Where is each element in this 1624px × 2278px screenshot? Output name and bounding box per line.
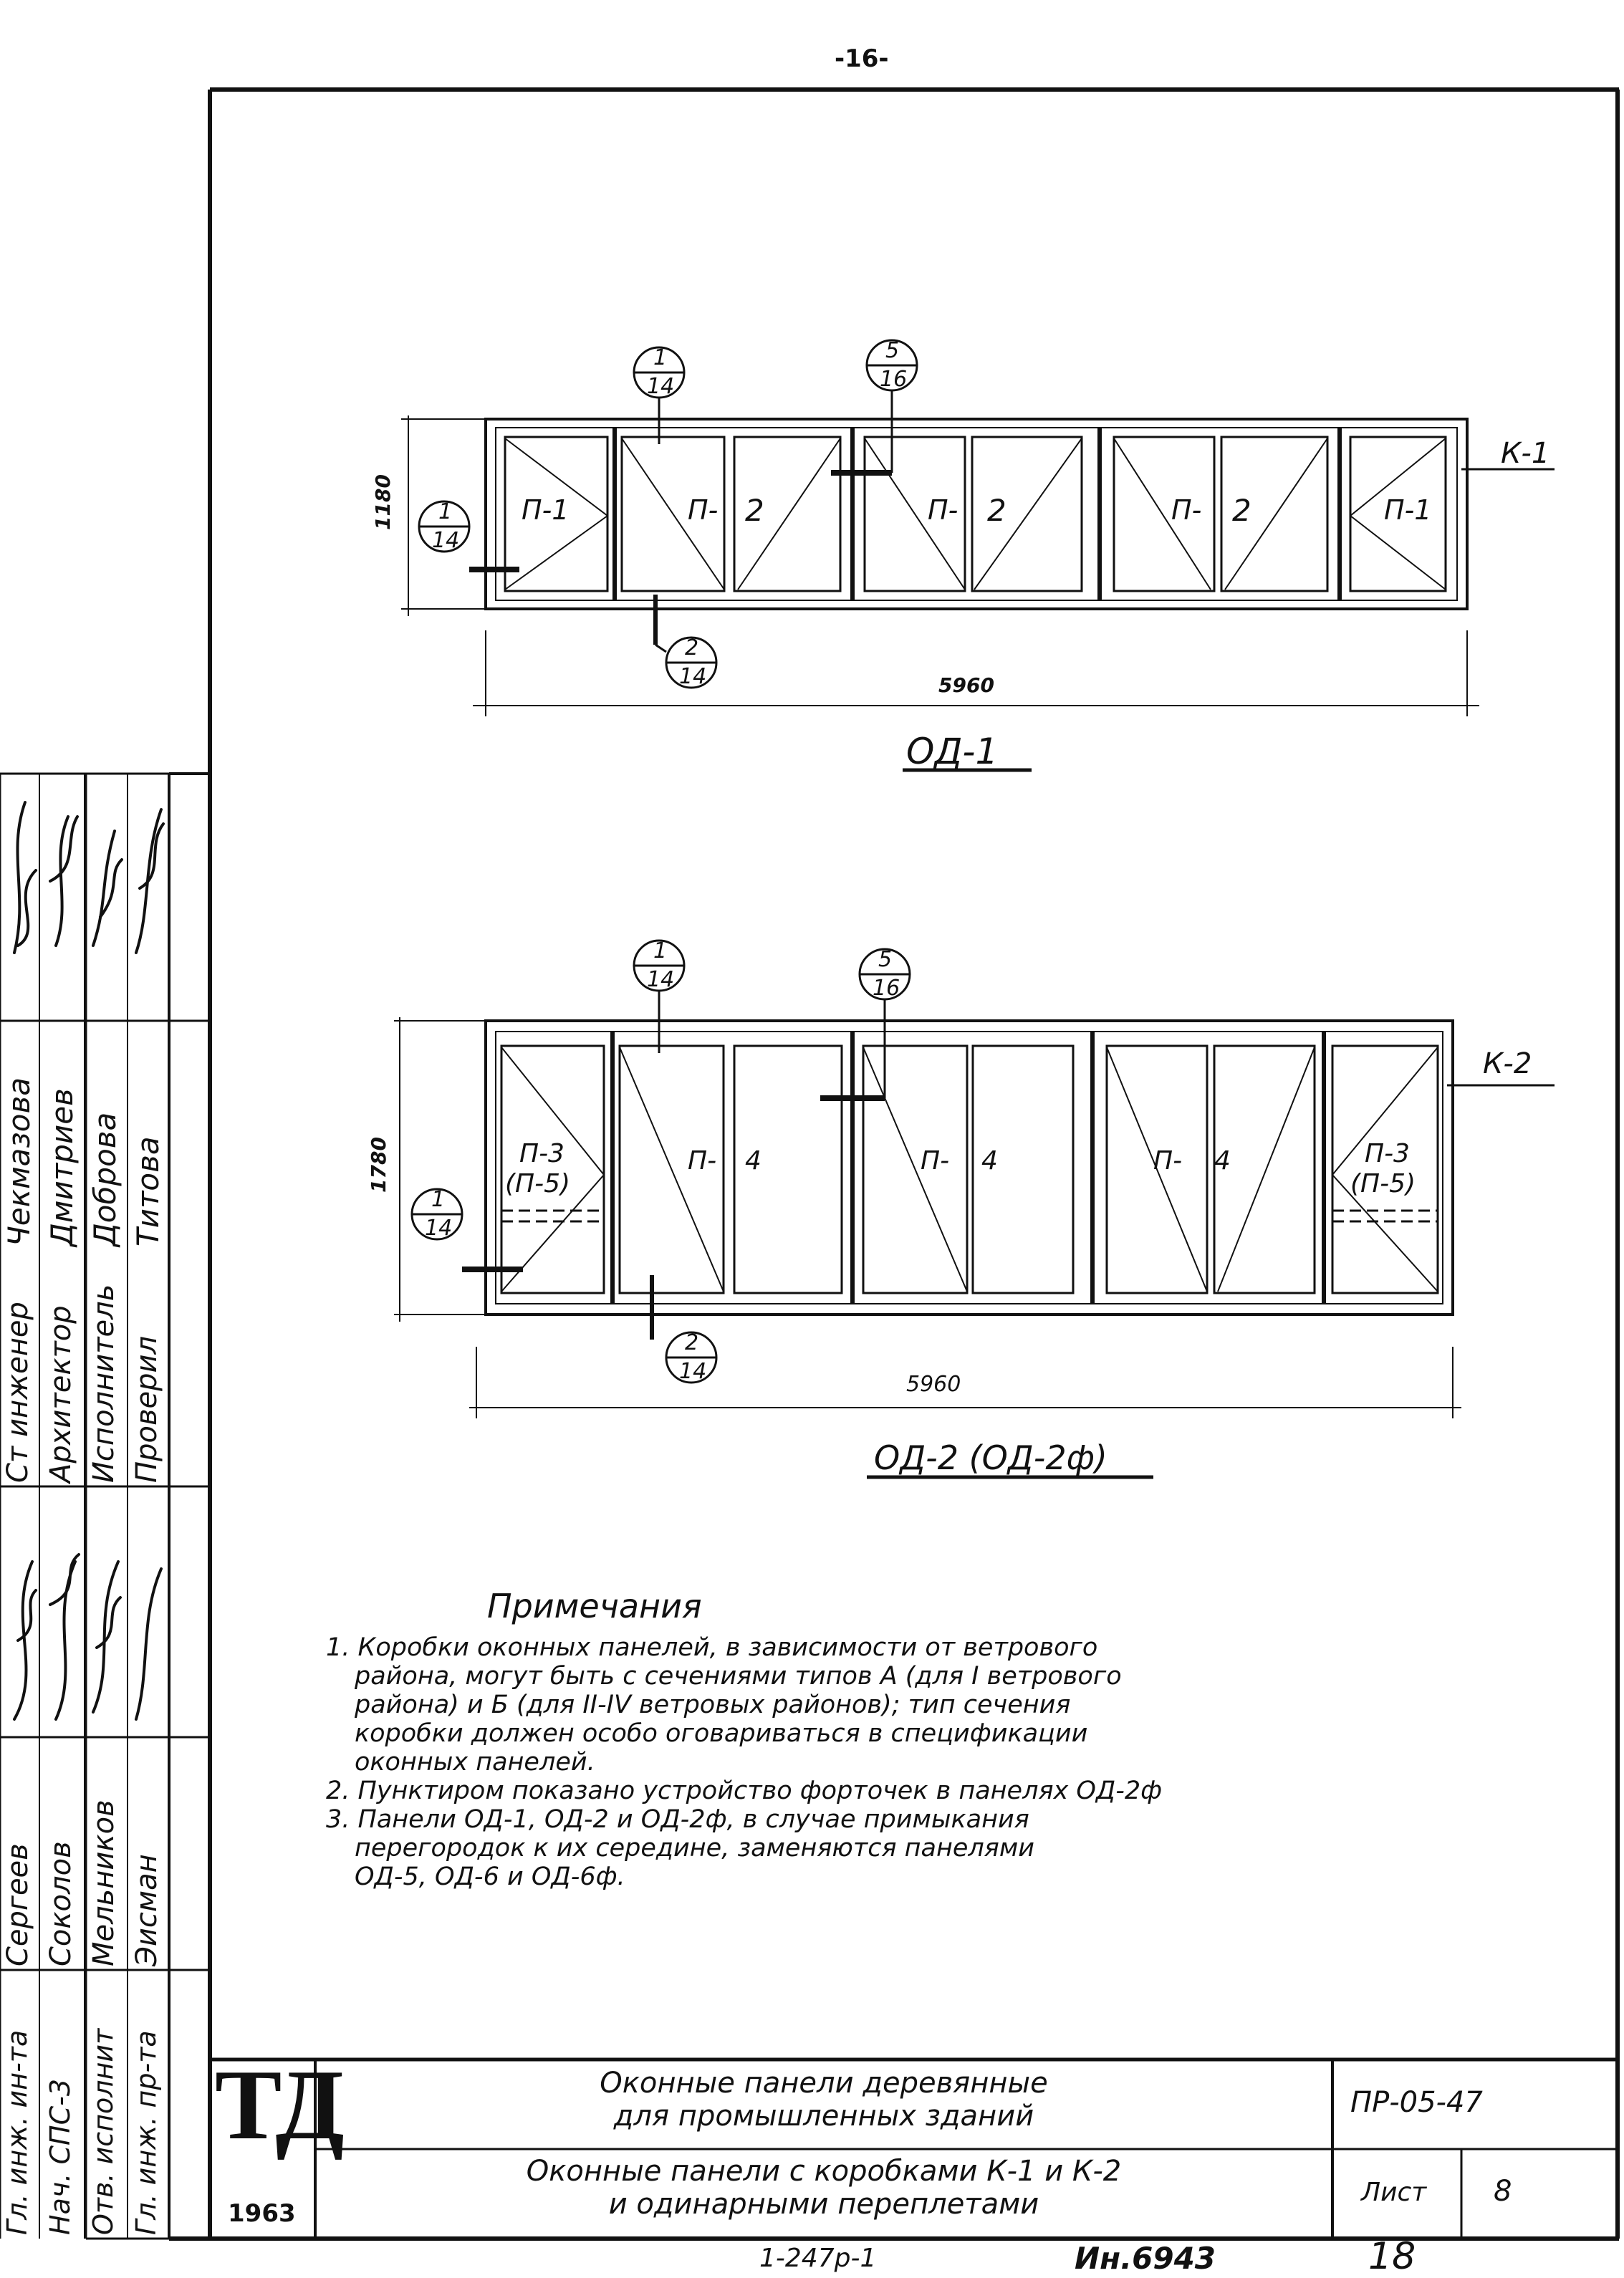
stamp-position-4: Гл. инж. пр-та	[130, 2030, 162, 2235]
notes-block: 1. Коробки оконных панелей, в зависимост…	[326, 1633, 1329, 1891]
footer-inventory: Ин.6943	[1075, 2241, 1216, 2276]
view2-title: ОД-2 (ОД-2ф)	[874, 1438, 1108, 1477]
note-line-9: ОД-5, ОД-6 и ОД-6ф.	[355, 1863, 625, 1891]
view2-panel-label-2a: П-	[688, 1146, 717, 1176]
view1-marker-2-top: 5	[885, 338, 900, 363]
logo: ТД	[215, 2049, 345, 2161]
stamp-name-6: Дмитриев	[44, 1088, 80, 1246]
stamp-position-7: Исполнитель	[87, 1284, 120, 1483]
view2-panel-label-3a: П-	[921, 1146, 950, 1176]
view1-panel-label-3b: 2	[987, 493, 1006, 528]
view1-marker-3-top: 1	[438, 499, 453, 524]
view1-marker-1-bottom: 14	[647, 374, 675, 399]
sheet-number: 8	[1494, 2175, 1512, 2208]
note-line-5: оконных панелей.	[355, 1748, 595, 1777]
title-sub-line-1: Оконные панели с коробками К-1 и К-2	[526, 2155, 1122, 2188]
view2-marker-2-bottom: 16	[873, 976, 900, 1001]
view2-marker-2-top: 5	[878, 947, 893, 972]
view1-marker-4-bottom: 14	[679, 664, 707, 689]
note-line-7: 3. Панели ОД-1, ОД-2 и ОД-2ф, в случае п…	[326, 1805, 1029, 1834]
footer-series: 1-247р-1	[759, 2244, 877, 2273]
note-line-2: района, могут быть с сечениями типов А (…	[355, 1662, 1122, 1691]
view1-marker-2-bottom: 16	[880, 367, 908, 392]
notes-heading: Примечания	[487, 1587, 702, 1625]
view2-panel-label-1b: (П-5)	[505, 1169, 571, 1198]
view1-panel-label-4b: 2	[1232, 493, 1251, 528]
title-main-line-2: для промышленных зданий	[613, 2100, 1034, 2133]
view1-panel-label-2b: 2	[745, 493, 764, 528]
stamp-name-2: Соколов	[44, 1841, 77, 1966]
view2-panel-label-5a: П-3	[1365, 1139, 1410, 1168]
view1-panel-label-5: П-1	[1384, 494, 1432, 526]
stamp-position-5: Ст инженер	[1, 1302, 34, 1483]
title-year: 1963	[228, 2199, 296, 2228]
view2-panel-label-5b: (П-5)	[1350, 1169, 1416, 1198]
page-number: -16-	[835, 44, 889, 73]
stamp-name-7: Доброва	[87, 1112, 122, 1246]
note-line-8: перегородок к их середине, заменяются па…	[355, 1834, 1034, 1863]
view2-panel-label-4a: П-	[1153, 1146, 1183, 1176]
view2-marker-3-bottom: 14	[425, 1216, 453, 1241]
doc-code: ПР-05-47	[1350, 2086, 1483, 2119]
view1-marker-4-top: 2	[685, 635, 699, 660]
view1-panel-label-2a: П-	[688, 494, 719, 526]
title-sub-line-2: и одинарными переплетами	[608, 2188, 1039, 2221]
view2-box-label: К-2	[1483, 1047, 1532, 1080]
view2-marker-3-top: 1	[431, 1187, 446, 1212]
view1-marker-3-bottom: 14	[432, 528, 460, 553]
stamp-position-8: Проверил	[130, 1335, 163, 1483]
view2-panel-label-4b: 4	[1214, 1146, 1231, 1176]
stamp-name-8: Титова	[130, 1136, 165, 1246]
stamp-name-3: Мельников	[87, 1799, 120, 1966]
view2-panel-label-3b: 4	[981, 1146, 998, 1176]
view1-marker-1-top: 1	[653, 345, 668, 370]
view2-panel-label-2b: 4	[745, 1146, 761, 1176]
footer-page: 18	[1368, 2235, 1416, 2278]
view1-height-dimension: 1180	[371, 474, 395, 530]
note-line-4: коробки должен особо оговариваться в спе…	[355, 1719, 1088, 1748]
stamp-name-5: Чекмазова	[1, 1077, 37, 1246]
view1-panel-label-4a: П-	[1171, 494, 1202, 526]
title-sub: Оконные панели с коробками К-1 и К-2 и о…	[315, 2155, 1332, 2221]
stamp-position-3: Отв. исполнит	[87, 2028, 119, 2235]
stamp-name-4: Эисман	[130, 1854, 163, 1966]
view1-title: ОД-1	[906, 731, 999, 772]
view1-panel-label-1: П-1	[522, 494, 570, 526]
note-line-6: 2. Пунктиром показано устройство форточе…	[326, 1777, 1163, 1805]
view1-width-dimension: 5960	[938, 673, 994, 697]
view2-panel-label-1a: П-3	[519, 1139, 564, 1168]
stamp-position-6: Архитектор	[44, 1305, 77, 1483]
view2-marker-1-bottom: 14	[647, 967, 675, 992]
view1-panel-label-3a: П-	[928, 494, 958, 526]
view1-box-label: К-1	[1501, 437, 1550, 470]
view2-marker-4-top: 2	[685, 1330, 699, 1355]
view2-marker-4-bottom: 14	[679, 1359, 707, 1384]
sheet-label: Лист	[1361, 2178, 1427, 2207]
view2-width-dimension: 5960	[906, 1372, 961, 1397]
title-main: Оконные панели деревянные для промышленн…	[315, 2067, 1332, 2133]
view2-height-dimension: 1780	[367, 1137, 390, 1193]
view2-marker-1-top: 1	[653, 938, 668, 963]
note-line-3: района) и Б (для II-IV ветровых районов)…	[355, 1691, 1071, 1719]
stamp-name-1: Сергеев	[1, 1843, 34, 1966]
stamp-position-2: Нач. СПС-3	[44, 2079, 76, 2235]
note-line-1: 1. Коробки оконных панелей, в зависимост…	[326, 1633, 1098, 1662]
stamp-position-1: Гл. инж. ин-та	[1, 2029, 33, 2235]
title-main-line-1: Оконные панели деревянные	[600, 2067, 1048, 2100]
